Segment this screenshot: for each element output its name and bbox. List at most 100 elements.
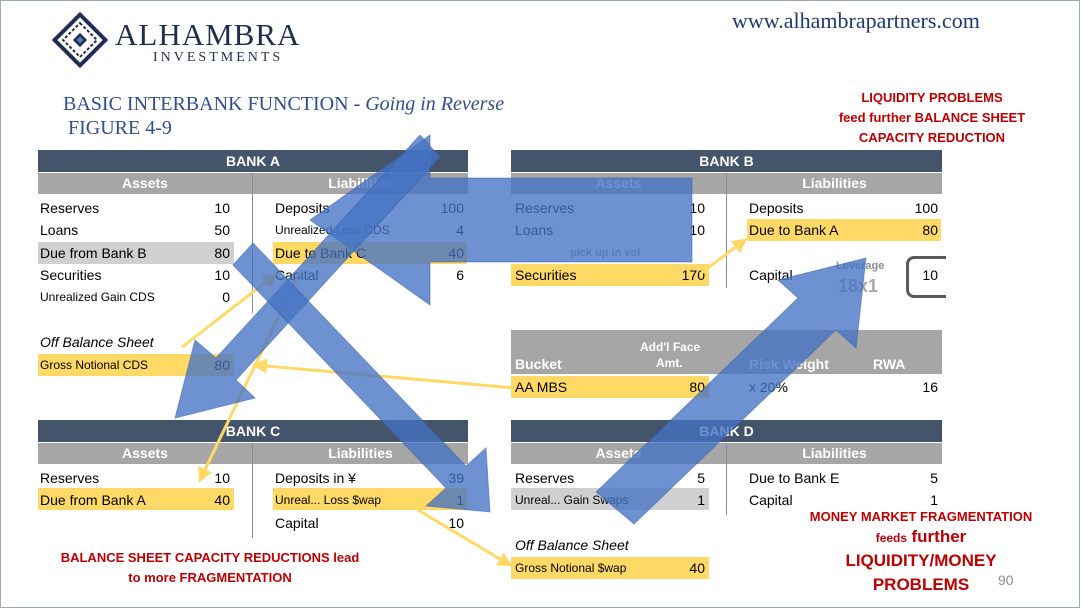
bank-b-asset-label: Loans xyxy=(515,222,554,238)
bank-b-leverage-label: Leverage xyxy=(836,260,885,272)
callout-liquidity-line-1: LIQUIDITY PROBLEMS xyxy=(861,90,1003,105)
bank-a-asset-label: Due from Bank B xyxy=(40,245,147,261)
bank-a-asset-value: 80 xyxy=(214,245,230,261)
bank-b-asset-label: Reserves xyxy=(515,200,575,216)
bank-a-asset-label: Unrealized Gain CDS xyxy=(40,290,155,304)
figure-label: FIGURE 4-9 xyxy=(68,117,172,139)
bank-d-asset-value: 1 xyxy=(697,492,705,508)
callout-money-feeds: feeds xyxy=(875,531,908,545)
bank-b-due-to-a-bg xyxy=(747,219,941,241)
bank-c-divider xyxy=(252,443,253,538)
bank-b-liability-value: 80 xyxy=(922,222,938,238)
callout-liquidity: LIQUIDITY PROBLEMS feed further BALANCE … xyxy=(822,88,1042,148)
bank-c-asset-label: Due from Bank A xyxy=(40,492,146,508)
bank-b-title: BANK B xyxy=(511,150,942,172)
bank-c-liabilities-header: Liabilities xyxy=(253,443,468,464)
logo-name: ALHAMBRA xyxy=(115,17,301,52)
logo-sub: INVESTMENTS xyxy=(153,50,284,65)
bank-c-asset-label: Reserves xyxy=(40,470,100,486)
bank-c-liability-value: 10 xyxy=(448,515,464,531)
bank-a-liability-label: Unrealized Loss CDS xyxy=(275,223,390,237)
bank-a-liability-label: Deposits xyxy=(275,200,330,216)
callout-money-line-4: PROBLEMS xyxy=(872,575,970,594)
bank-b-liability-label: Deposits xyxy=(749,200,804,216)
bank-a-liabilities-header: Liabilities xyxy=(253,173,468,194)
callout-money-line-1: MONEY MARKET FRAGMENTATION xyxy=(809,509,1033,524)
bank-a-asset-label: Reserves xyxy=(40,200,100,216)
bank-a-asset-label: Securities xyxy=(40,267,102,283)
callout-balance-line-1: BALANCE SHEET CAPACITY REDUCTIONS lead xyxy=(60,550,360,565)
bank-a-asset-value: 10 xyxy=(214,200,230,216)
bank-b-assets-header: Assets xyxy=(511,173,726,194)
bank-a-asset-value: 10 xyxy=(214,267,230,283)
bank-c-liability-label: Unreal... Loss $wap xyxy=(275,493,382,507)
bank-a-liability-label: Due to Bank C xyxy=(275,245,367,261)
bank-b-asset-label: Securities xyxy=(515,267,577,283)
bank-b-liability-label: Capital xyxy=(749,267,793,283)
bank-b-asset-value: 10 xyxy=(689,200,705,216)
bank-d-liability-value: 5 xyxy=(930,470,938,486)
rwa-risk-value: x 20% xyxy=(749,379,788,395)
bank-b-liabilities-header: Liabilities xyxy=(727,173,942,194)
bank-a-title: BANK A xyxy=(38,150,468,172)
bank-b-capital-box xyxy=(906,256,946,298)
bank-d-asset-value: 5 xyxy=(697,470,705,486)
bank-b-liability-label: Due to Bank A xyxy=(749,222,839,238)
bank-d-asset-label: Reserves xyxy=(515,470,575,486)
callout-money-further: further xyxy=(911,527,967,546)
bank-a-asset-value: 0 xyxy=(222,289,230,305)
callout-liquidity-line-3: CAPACITY REDUCTION xyxy=(858,130,1006,145)
logo-diamond-icon xyxy=(51,11,109,69)
callout-balance-line-2: to more FRAGMENTATION xyxy=(128,570,292,585)
bank-c-due-from-a-bg xyxy=(38,488,234,510)
bank-d-swap-bg xyxy=(511,557,709,579)
callout-money-line-2: feeds further xyxy=(790,526,1052,549)
rwa-bucket-value: AA MBS xyxy=(515,379,568,395)
bank-d-swap-value: 40 xyxy=(689,560,705,576)
title-main: BASIC INTERBANK FUNCTION - xyxy=(63,93,366,115)
bank-b-liability-value: 10 xyxy=(922,267,938,283)
rwa-bucket-header: Bucket xyxy=(515,356,562,372)
bank-c-liability-value: 39 xyxy=(448,470,464,486)
rwa-value: 16 xyxy=(922,379,938,395)
bank-d-assets-header: Assets xyxy=(511,443,726,464)
bank-d-off-balance-title: Off Balance Sheet xyxy=(515,537,629,553)
bank-d-asset-label: Unreal... Gain Swaps xyxy=(515,493,629,507)
bank-b-leverage-value: 18x1 xyxy=(838,276,879,296)
callout-liquidity-line-2: feed further BALANCE SHEET xyxy=(838,110,1026,125)
bank-b-divider xyxy=(726,173,727,288)
bank-a-liability-value: 6 xyxy=(456,267,464,283)
bank-a-cds-label: Gross Notional CDS xyxy=(40,358,149,372)
bank-b-asset-value: 10 xyxy=(689,222,705,238)
bank-c-liability-value: 1 xyxy=(456,492,464,508)
bank-b-asset-value: 170 xyxy=(681,267,705,283)
page-title: BASIC INTERBANK FUNCTION - Going in Reve… xyxy=(63,92,504,116)
bank-c-asset-value: 40 xyxy=(214,492,230,508)
bank-c-title: BANK C xyxy=(38,420,468,442)
bank-a-asset-value: 50 xyxy=(214,222,230,238)
bank-a-assets-header: Assets xyxy=(38,173,252,194)
bank-a-liability-value: 40 xyxy=(448,245,464,261)
callout-balance-sheet: BALANCE SHEET CAPACITY REDUCTIONS lead t… xyxy=(40,548,380,588)
bank-d-divider xyxy=(726,443,727,515)
bank-d-liability-label: Capital xyxy=(749,492,793,508)
bank-a-cds-value: 80 xyxy=(214,357,230,373)
bank-b-liability-value: 100 xyxy=(914,200,938,216)
rwa-risk-header: Risk Weight xyxy=(749,356,829,372)
rwa-face-header-1: Add'l Face xyxy=(640,340,701,354)
website-link[interactable]: www.alhambrapartners.com xyxy=(732,8,980,33)
page-number: 90 xyxy=(998,572,1014,588)
rwa-header: RWA xyxy=(873,356,906,372)
bank-a-asset-label: Loans xyxy=(40,222,79,238)
bank-a-liability-label: Capital xyxy=(275,267,319,283)
rwa-face-value: 80 xyxy=(689,379,705,395)
rwa-face-header-2: Amt. xyxy=(656,356,683,370)
bank-d-swap-label: Gross Notional $wap xyxy=(515,561,627,575)
bank-a-liability-value: 4 xyxy=(456,222,464,238)
bank-d-liability-label: Due to Bank E xyxy=(749,470,840,486)
callout-money-line-3: LIQUIDITY/MONEY xyxy=(845,551,997,570)
bank-c-liability-label: Deposits in ¥ xyxy=(275,470,356,486)
bank-d-liabilities-header: Liabilities xyxy=(727,443,942,464)
bank-a-divider xyxy=(252,173,253,313)
